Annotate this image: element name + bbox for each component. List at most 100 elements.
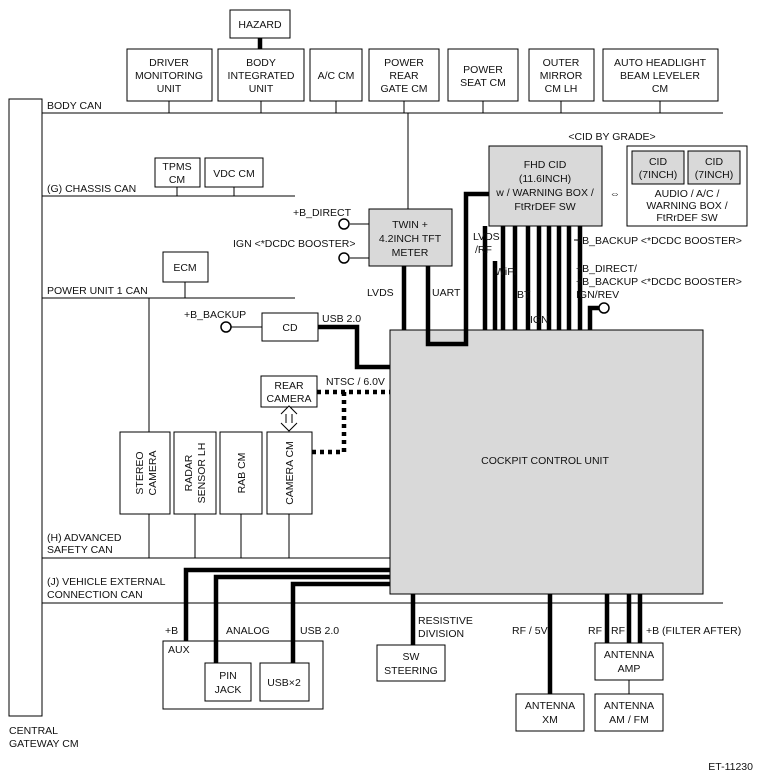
rear-camera-label-1: REAR xyxy=(274,380,304,392)
gateway-label-2: GATEWAY CM xyxy=(9,738,79,750)
sw-steering-box xyxy=(376,644,446,682)
uart-label: UART xyxy=(432,287,461,299)
b-direct-dcdc-label-1: +B_DIRECT/ xyxy=(576,263,637,275)
auto-headlight-label-2: BEAM LEVELER xyxy=(620,70,700,82)
antenna-amp-label-2: AMP xyxy=(618,663,641,675)
auto-headlight-label-1: AUTO HEADLIGHT xyxy=(614,57,707,69)
body-integrated-box xyxy=(217,48,305,102)
meter-ccu-links xyxy=(401,191,489,347)
cid-small-left-box xyxy=(631,150,685,185)
outer-mirror-label-1: OUTER xyxy=(543,57,580,69)
lvds-rf-label-1: LVDS xyxy=(473,231,500,243)
driver-monitoring-label-1: DRIVER xyxy=(149,57,189,69)
ecm-label: ECM xyxy=(173,262,196,274)
sw-steering-label-1: SW xyxy=(403,651,420,663)
cid-caption-2: WARNING BOX / xyxy=(646,200,727,212)
power-rear-gate-label-3: GATE CM xyxy=(380,83,427,95)
rf-5v-label: RF / 5V xyxy=(512,625,548,637)
advanced-safety-drops xyxy=(148,298,290,558)
vehicle-external-can-label: (J) VEHICLE EXTERNAL xyxy=(47,576,166,588)
body-integrated-label-2: INTEGRATED xyxy=(228,70,295,82)
auto-headlight-box xyxy=(602,48,719,102)
cd-label: CD xyxy=(282,322,298,334)
aux-ccu-links xyxy=(183,567,390,663)
stereo-camera-box xyxy=(119,431,171,515)
rab-cm-label: RAB CM xyxy=(236,453,248,494)
b-direct-dcdc-label-3: IGN/REV xyxy=(576,289,619,301)
cid-small-left-label-1: CID xyxy=(649,156,668,168)
auto-headlight-label-3: CM xyxy=(652,83,668,95)
cid-caption-3: FtRrDEF SW xyxy=(656,212,717,224)
radar-sensor-box xyxy=(173,431,217,515)
body-can-drops xyxy=(168,101,661,209)
wifi-label: WiFi xyxy=(495,266,516,278)
fhd-cid-label-1: FHD CID xyxy=(524,159,567,171)
meter-b-direct-terminal xyxy=(338,218,350,230)
chassis-can-label: (G) CHASSIS CAN xyxy=(47,183,136,195)
ign-label: IGN xyxy=(530,314,549,326)
radar-sensor-label-1: RADAR xyxy=(183,454,195,491)
rf1-label: RF xyxy=(588,625,602,637)
meter-label-3: METER xyxy=(392,247,429,259)
vdc-box xyxy=(204,157,264,188)
cid-swap-arrow: ⇔ xyxy=(610,188,621,200)
driver-monitoring-label-2: MONITORING xyxy=(135,70,203,82)
driver-monitoring-label-3: UNIT xyxy=(157,83,182,95)
rear-camera-label-2: CAMERA xyxy=(267,393,312,405)
cid-small-right-box xyxy=(687,150,741,185)
lvds-rf-label-2: /RF xyxy=(475,244,492,256)
rear-camera-box xyxy=(260,375,318,408)
hazard-label: HAZARD xyxy=(238,19,282,31)
power-unit1-can-label: POWER UNIT 1 CAN xyxy=(47,285,148,297)
fhd-cid-label-2: (11.6INCH) xyxy=(519,173,571,185)
b-filter-label: +B (FILTER AFTER) xyxy=(646,625,741,637)
cockpit-control-unit-label: COCKPIT CONTROL UNIT xyxy=(481,455,609,467)
cd-box xyxy=(261,312,319,342)
b-backup-label: +B_BACKUP xyxy=(184,309,246,321)
cid-small-left-label-2: (7INCH) xyxy=(639,169,678,181)
antenna-xm-box xyxy=(515,693,585,732)
b-backup-dcdc-label: +B_BACKUP <*DCDC BOOSTER> xyxy=(576,235,742,247)
antenna-am-fm-label-1: ANTENNA xyxy=(604,700,654,712)
cid-caption-1: AUDIO / A/C / xyxy=(655,188,720,200)
aux-b-label: +B xyxy=(165,625,178,637)
cd-ccu-link xyxy=(318,324,390,370)
ecm-box xyxy=(162,251,209,283)
antenna-xm-label-2: XM xyxy=(542,714,558,726)
camera-cm-label: CAMERA CM xyxy=(284,441,296,505)
radar-sensor-label-2: SENSOR LH xyxy=(196,443,208,504)
lvds-label: LVDS xyxy=(367,287,394,299)
tpms-label-2: CM xyxy=(169,174,185,186)
tpms-box xyxy=(154,157,201,188)
cid-by-grade-label: <CID BY GRADE> xyxy=(568,131,655,143)
power-rear-gate-label-2: REAR xyxy=(389,70,419,82)
stereo-camera-label-2: CAMERA xyxy=(147,451,159,496)
analog-label: ANALOG xyxy=(226,625,270,637)
power-seat-label-2: SEAT CM xyxy=(460,77,506,89)
driver-monitoring-box xyxy=(126,48,213,102)
fhd-cid-label-4: FtRrDEF SW xyxy=(514,201,575,213)
tpms-label-1: TPMS xyxy=(162,161,191,173)
vdc-label: VDC CM xyxy=(213,168,254,180)
power-seat-label-1: POWER xyxy=(463,64,503,76)
cid-small-right-label-1: CID xyxy=(705,156,724,168)
outer-mirror-label-2: MIRROR xyxy=(540,70,583,82)
central-gateway-box xyxy=(8,98,43,717)
resistive-label-2: DIVISION xyxy=(418,628,464,640)
usb-2-0-aux-label: USB 2.0 xyxy=(300,625,339,637)
rf2-label: RF xyxy=(611,625,625,637)
sw-steering-label-2: STEERING xyxy=(384,665,438,677)
antenna-am-fm-label-2: AM / FM xyxy=(609,714,649,726)
advanced-safety-can-label: (H) ADVANCED xyxy=(47,532,122,544)
advanced-safety-can-label-2: SAFETY CAN xyxy=(47,544,113,556)
b-backup-terminal xyxy=(220,321,232,333)
antenna-xm-label-1: ANTENNA xyxy=(525,700,575,712)
cid-ccu-links xyxy=(482,226,600,330)
body-can-label: BODY CAN xyxy=(47,100,102,112)
camera-cm-box xyxy=(266,431,313,515)
antenna-am-fm-box xyxy=(594,693,664,732)
usb-2-0-cd-label: USB 2.0 xyxy=(322,313,361,325)
gateway-label: CENTRAL xyxy=(9,725,58,737)
antenna-amp-box xyxy=(594,642,664,681)
pin-jack-box xyxy=(204,662,252,702)
